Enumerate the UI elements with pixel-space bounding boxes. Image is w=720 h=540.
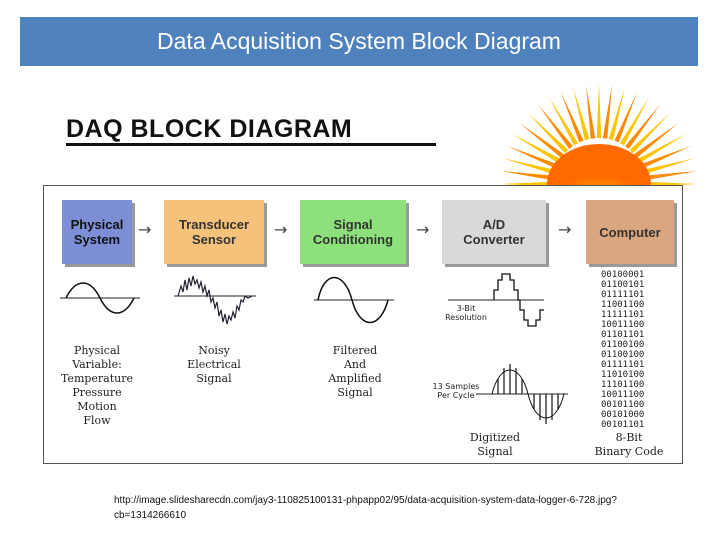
sun-graphic — [503, 84, 695, 188]
caption-line: Amplified — [328, 372, 382, 385]
sun-ray — [608, 87, 625, 141]
label-line: 13 Samples — [432, 382, 480, 391]
arrow-right-icon: → — [558, 220, 572, 239]
resolution-label: 3-Bit Resolution — [440, 304, 492, 322]
caption-line: Noisy — [198, 344, 230, 357]
arrow-right-icon: → — [138, 220, 152, 239]
block-label: System — [73, 232, 121, 247]
caption-line: 8-Bit — [615, 431, 643, 444]
sun-ray — [602, 84, 613, 139]
block-label: Conditioning — [312, 232, 394, 247]
sun-ray — [634, 123, 679, 158]
filtered-sine-wave — [314, 276, 394, 324]
block-label: Physical — [70, 217, 124, 232]
sun-ray — [549, 97, 579, 146]
binary-code-line: 01100100 — [601, 350, 645, 360]
sun-ray — [503, 158, 556, 175]
block-label: Sensor — [191, 232, 237, 247]
sun-ray — [644, 171, 695, 181]
caption-line: Motion — [77, 400, 117, 413]
sun-ray — [596, 84, 602, 139]
sun-ray — [538, 104, 573, 149]
binary-code-line: 00101000 — [601, 410, 645, 420]
sun-ray — [625, 104, 660, 149]
sun-ray — [528, 113, 569, 154]
sun-ray — [637, 134, 686, 164]
caption-filtered-signal: Filtered And Amplified Signal — [310, 344, 400, 400]
sun-ray — [560, 91, 584, 143]
sun-ray — [506, 145, 558, 169]
caption-line: Digitized — [469, 431, 521, 444]
noisy-signal-wave — [174, 275, 256, 325]
block-label: Signal — [333, 217, 373, 232]
binary-code-line: 11001100 — [601, 300, 645, 310]
block-label: Transducer — [178, 217, 250, 232]
quantized-wave — [448, 273, 544, 327]
caption-line: Binary Code — [594, 445, 664, 458]
slide-title: Data Acquisition System Block Diagram — [20, 17, 698, 66]
label-line: Per Cycle — [437, 391, 475, 400]
caption-line: Flow — [83, 414, 111, 427]
caption-line: Pressure — [72, 386, 122, 399]
binary-code-line: 01100101 — [601, 280, 645, 290]
physical-sine-wave — [60, 282, 140, 314]
binary-code-line: 00100001 — [601, 270, 645, 280]
sun-ray — [642, 158, 695, 175]
caption-line: Filtered — [332, 344, 378, 357]
source-url[interactable]: http://image.slidesharecdn.com/jay3-1108… — [114, 495, 617, 521]
sun-ray — [573, 87, 590, 141]
sampled-wave — [476, 364, 568, 424]
binary-code-line: 11111101 — [601, 310, 645, 320]
binary-code-line: 01101101 — [601, 330, 645, 340]
binary-code-line: 01111101 — [601, 360, 645, 370]
diagram-heading: DAQ BLOCK DIAGRAM — [66, 115, 353, 143]
sun-ray — [512, 134, 561, 164]
binary-code-line: 11010100 — [601, 370, 645, 380]
caption-line: Signal — [196, 372, 232, 385]
heading-underline — [66, 143, 436, 146]
label-line: 3-Bit — [456, 304, 476, 313]
arrow-right-icon: → — [416, 220, 430, 239]
binary-code-line: 00101101 — [601, 420, 645, 430]
caption-line: Electrical — [187, 358, 241, 371]
sun-ray — [640, 145, 692, 169]
block-label: Converter — [463, 232, 525, 247]
binary-code-line: 10011100 — [601, 390, 645, 400]
sun-ray — [614, 91, 638, 143]
label-line: Resolution — [445, 313, 487, 322]
sun-ray — [585, 84, 596, 139]
binary-code-line: 01100100 — [601, 340, 645, 350]
caption-line: Temperature — [60, 372, 134, 385]
block-label: A/D — [482, 217, 506, 232]
caption-line: Signal — [337, 386, 373, 399]
binary-code-line: 01111101 — [601, 290, 645, 300]
caption-line: Signal — [477, 445, 513, 458]
caption-line: Variable: — [72, 358, 122, 371]
sun-ray — [619, 97, 649, 146]
caption-physical-variable: Physical Variable: Temperature Pressure … — [52, 344, 142, 428]
caption-line: And — [343, 358, 367, 371]
caption-binary-code: 8-Bit Binary Code — [584, 431, 674, 459]
binary-code-line: 00101100 — [601, 400, 645, 410]
sun-ray — [519, 123, 564, 158]
arrow-right-icon: → — [274, 220, 288, 239]
block-computer: Computer — [586, 200, 674, 264]
sun-ray — [503, 171, 554, 181]
binary-code-line: 11101100 — [601, 380, 645, 390]
binary-code-line: 10011100 — [601, 320, 645, 330]
caption-line: Physical — [73, 344, 121, 357]
caption-digitized-signal: Digitized Signal — [450, 431, 540, 459]
samples-label: 13 Samples Per Cycle — [428, 382, 484, 400]
sun-ray — [629, 113, 670, 154]
block-label: Computer — [599, 224, 661, 240]
caption-noisy-signal: Noisy Electrical Signal — [174, 344, 254, 386]
